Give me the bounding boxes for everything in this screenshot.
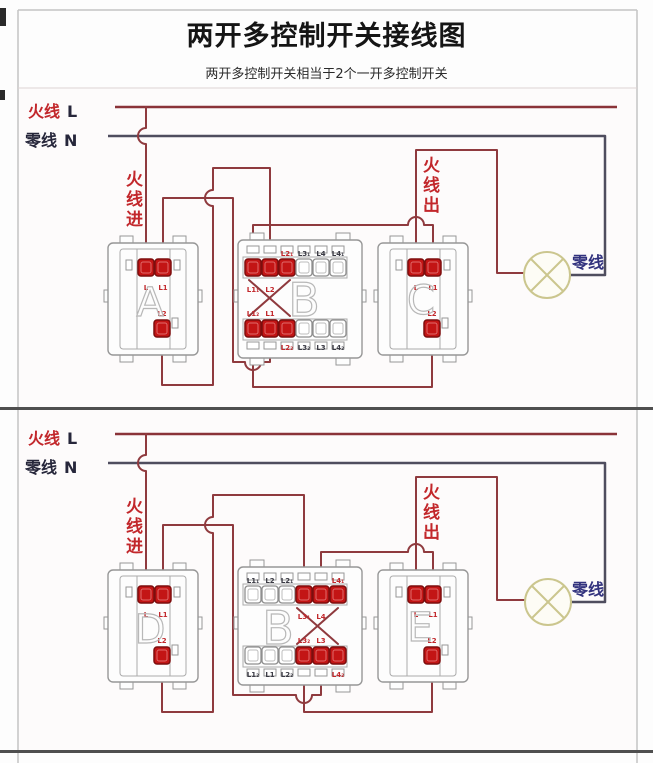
live-bus-label: 火线 L xyxy=(28,425,77,449)
crossover-wires xyxy=(296,607,339,645)
terminal-label: L3 xyxy=(316,344,325,352)
terminal-label: L1 xyxy=(158,611,167,619)
terminal-label: L1₂ xyxy=(247,310,259,318)
neutral-letter: N xyxy=(64,131,78,150)
neutral-bus-label: 零线 N xyxy=(25,127,77,151)
panel-1: L L1 L2 A L2₁ L3₁ L4 L4₁ L1₁ L2 L1₂ L1 L… xyxy=(103,105,617,388)
switch-D: L L1 L2 D xyxy=(103,562,203,690)
panel-2: L L1 L2 D L1₁ L2 L2₁ L4₁ L3₁ L4 L3₂ L3 L… xyxy=(103,432,617,713)
edge-artifact xyxy=(0,8,6,26)
terminal-label: L1 xyxy=(428,611,437,619)
terminal-label: L xyxy=(414,611,419,619)
traveler-wire-1 xyxy=(162,524,322,704)
live-letter: L xyxy=(67,429,78,448)
terminal-label: L1 xyxy=(158,284,167,292)
terminal-label: L1 xyxy=(265,310,274,318)
switch-letter: E xyxy=(407,605,432,651)
terminal-label: L2₁ xyxy=(281,577,293,585)
live-out-label: 火线出 xyxy=(419,483,439,543)
live-bus-label: 火线 L xyxy=(28,98,77,122)
switch-B-bottom: L1₁ L2 L2₁ L4₁ L3₁ L4 L3₂ L3 L1₂ L1 L2₂ … xyxy=(233,559,367,693)
terminal-label: L3₁ xyxy=(298,613,310,621)
neutral-letter: N xyxy=(64,458,78,477)
live-out-wire xyxy=(415,476,526,601)
live-out-label: 火线出 xyxy=(419,156,439,216)
neutral-bus-wire xyxy=(108,461,607,604)
lamp xyxy=(524,578,572,626)
terminal-label: L2 xyxy=(427,637,436,645)
terminal-label: L3₁ xyxy=(298,250,310,258)
live-label-text: 火线 xyxy=(28,429,61,448)
live-out-wire xyxy=(415,149,525,274)
lamp-neutral-label: 零线 xyxy=(572,580,605,599)
switch-B-top: L2₁ L3₁ L4 L4₁ L1₁ L2 L1₂ L1 L2₂ L3₂ L3 … xyxy=(233,232,367,366)
edge-artifact xyxy=(0,90,5,100)
terminal-label: L3₂ xyxy=(298,344,310,352)
terminal-label: L1₂ xyxy=(247,671,259,679)
switch-letter: B xyxy=(262,601,294,655)
traveler-wire-2 xyxy=(161,167,271,386)
live-letter: L xyxy=(67,102,78,121)
terminal-label: L2 xyxy=(427,310,436,318)
live-in-label: 火线进 xyxy=(122,170,142,230)
live-feed-wire xyxy=(137,433,147,587)
terminal-label: L4₂ xyxy=(332,671,344,679)
terminal-label: L2 xyxy=(265,286,274,294)
terminal-label: L2 xyxy=(265,577,274,585)
terminal-label: L2₂ xyxy=(281,344,293,352)
page-subtitle: 两开多控制开关相当于2个一开多控制开关 xyxy=(205,67,448,82)
neutral-label-text: 零线 xyxy=(25,458,58,477)
terminal-label: L4₁ xyxy=(332,577,344,585)
crossover-wires xyxy=(248,279,291,317)
lamp xyxy=(523,251,571,299)
terminal-label: L4₂ xyxy=(332,344,344,352)
terminal-label: L xyxy=(144,284,149,292)
page-frame xyxy=(17,9,638,763)
switch-letter: D xyxy=(135,607,166,653)
terminal-label: L xyxy=(144,611,149,619)
switch-letter: C xyxy=(407,278,435,324)
terminal-label: L4₁ xyxy=(332,250,344,258)
terminal-label: L2 xyxy=(157,310,166,318)
terminal-label: L4 xyxy=(316,613,325,621)
terminal-label: L2₁ xyxy=(281,250,293,258)
terminal-label: L1₁ xyxy=(247,286,259,294)
switch-C: L L1 L2 C xyxy=(373,235,473,363)
lamp-neutral-label: 零线 xyxy=(572,253,605,272)
neutral-label-text: 零线 xyxy=(25,131,58,150)
terminal-label: L2 xyxy=(157,637,166,645)
live-in-label: 火线进 xyxy=(122,497,142,557)
traveler-wire-4 xyxy=(303,663,433,713)
terminal-label: L xyxy=(414,284,419,292)
switch-A: L L1 L2 A xyxy=(103,235,203,363)
live-feed-wire xyxy=(137,106,147,260)
terminal-label: L4 xyxy=(316,250,325,258)
live-label-text: 火线 xyxy=(28,102,61,121)
page-title: 两开多控制开关接线图 xyxy=(186,21,467,52)
switch-letter: B xyxy=(288,273,320,327)
terminal-label: L2₂ xyxy=(281,671,293,679)
terminal-label: L3₂ xyxy=(298,637,310,645)
neutral-bus-label: 零线 N xyxy=(25,454,77,478)
terminal-label: L3 xyxy=(316,637,325,645)
traveler-wire-2 xyxy=(161,494,305,713)
switch-E: L L1 L2 E xyxy=(373,562,473,690)
neutral-bus-wire xyxy=(108,134,607,277)
terminal-label: L1 xyxy=(428,284,437,292)
terminal-label: L1₁ xyxy=(247,577,259,585)
switch-letter: A xyxy=(136,280,164,326)
terminal-label: L1 xyxy=(265,671,274,679)
